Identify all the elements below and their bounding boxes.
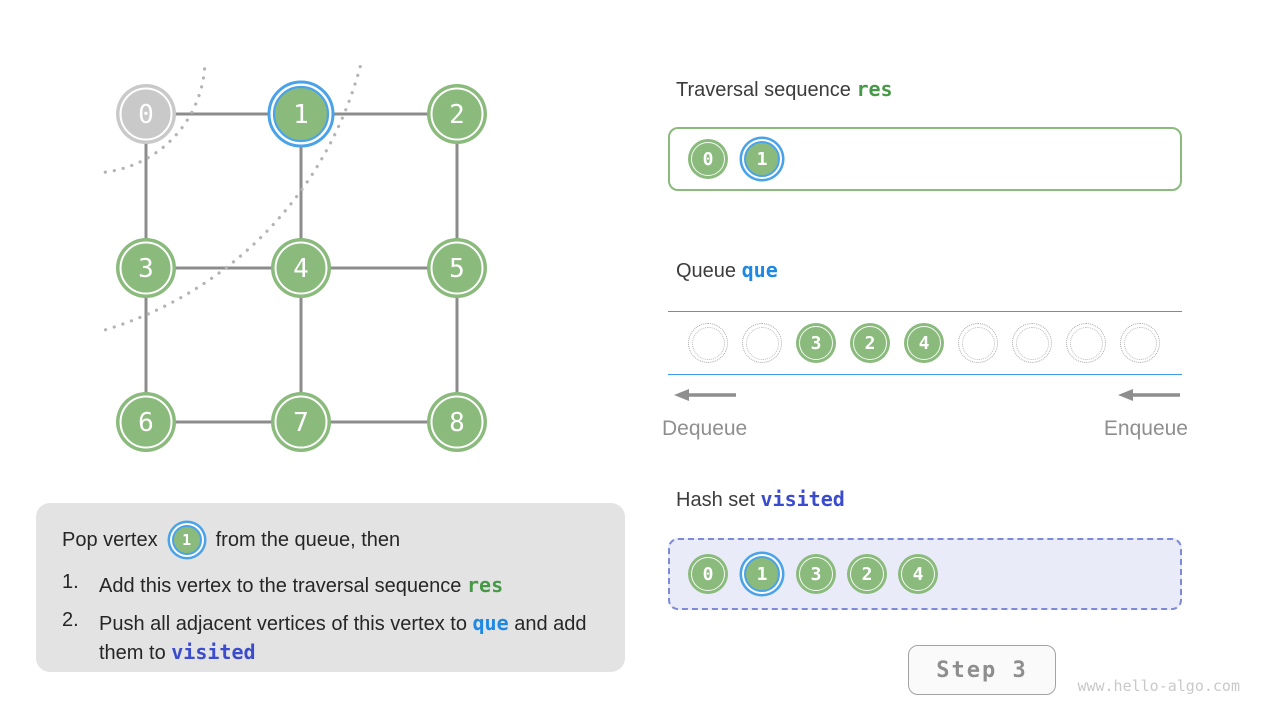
res-title-text: Traversal sequence [676, 79, 851, 101]
step-counter-button[interactable]: Step 3 [908, 645, 1056, 695]
dequeue-label: Dequeue [662, 417, 748, 440]
graph-vertex-2: 2 [427, 84, 487, 144]
graph-vertex-1: 1 [267, 80, 335, 148]
visited-title-text: Hash set [676, 489, 755, 511]
queue-empty-slot-1 [742, 323, 782, 363]
bfs-wavefront-arc-2 [101, 65, 362, 333]
vertex-chip-3: 3 [796, 554, 836, 594]
vertex-chip-2: 2 [847, 554, 887, 594]
vertex-chip-0: 0 [688, 139, 728, 179]
svg-text:0: 0 [138, 100, 154, 130]
queue-empty-slot-6 [1012, 323, 1052, 363]
queue-panel-title: Queue que [676, 258, 778, 283]
queue-title-text: Queue [676, 260, 737, 282]
vertex-chip-2: 2 [850, 323, 890, 363]
svg-text:1: 1 [293, 100, 309, 130]
res-panel-title: Traversal sequence res [676, 77, 893, 102]
svg-text:4: 4 [293, 254, 309, 284]
svg-text:2: 2 [449, 100, 465, 130]
graph-vertex-0: 0 [116, 84, 176, 144]
graph-canvas: 0 1 2 3 4 5 6 7 8 [99, 65, 487, 452]
graph-vertex-4: 4 [271, 238, 331, 298]
step-counter-label: Step 3 [936, 657, 1028, 683]
note-text-segment: Push all adjacent vertices of this verte… [99, 613, 473, 635]
svg-text:5: 5 [449, 254, 465, 284]
svg-text:3: 3 [138, 254, 154, 284]
note-text-segment: Add this vertex to the traversal sequenc… [99, 575, 467, 597]
queue-empty-slot-7 [1066, 323, 1106, 363]
graph-vertex-3: 3 [116, 238, 176, 298]
site-watermark: www.hello-algo.com [1077, 677, 1240, 695]
note-text-segment: and add them to [99, 613, 587, 664]
vertex-chip-1: 1 [744, 141, 780, 177]
note-vertex-number: 1 [182, 531, 192, 549]
queue-empty-slot-0 [688, 323, 728, 363]
note-code-token-visited: visited [171, 640, 256, 664]
svg-text:8: 8 [449, 408, 465, 438]
graph-vertex-8: 8 [427, 392, 487, 452]
note-intro-before: Pop vertex [62, 528, 158, 551]
visited-panel-title: Hash set visited [676, 487, 845, 512]
note-code-token-que: que [472, 611, 509, 635]
note-step-number: 1. [62, 571, 79, 593]
note-step-list: 1. Add this vertex to the traversal seque… [62, 571, 599, 667]
graph-vertex-6: 6 [116, 392, 176, 452]
dequeue-arrow-icon [674, 389, 736, 401]
step-explanation-box: Pop vertex 1 from the queue, then 1. Add … [36, 503, 625, 672]
note-code-token-res: res [466, 573, 504, 597]
note-vertex-chip: 1 [171, 525, 202, 555]
svg-text:7: 7 [293, 408, 309, 438]
vertex-chip-4: 4 [898, 554, 938, 594]
queue-code-token: que [741, 258, 778, 282]
queue-empty-slot-8 [1120, 323, 1160, 363]
note-step-2: 2. Push all adjacent vertices of this ver… [62, 609, 599, 667]
svg-text:6: 6 [138, 408, 154, 438]
vertex-chip-1: 1 [744, 556, 780, 592]
enqueue-label: Enqueue [1103, 417, 1188, 440]
visited-code-token: visited [760, 487, 845, 511]
res-code-token: res [856, 77, 893, 101]
vertex-chip-3: 3 [796, 323, 836, 363]
enqueue-arrow-icon [1118, 389, 1180, 401]
graph-vertex-5: 5 [427, 238, 487, 298]
graph-vertex-7: 7 [271, 392, 331, 452]
note-intro-after: from the queue, then [215, 528, 401, 551]
note-step-1: 1. Add this vertex to the traversal seque… [62, 571, 599, 600]
note-step-number: 2. [62, 609, 79, 631]
note-step-text: Add this vertex to the traversal sequenc… [99, 571, 503, 600]
note-intro-line: Pop vertex 1 from the queue, then [62, 519, 599, 561]
note-step-text: Push all adjacent vertices of this verte… [99, 609, 599, 667]
queue-empty-slot-5 [958, 323, 998, 363]
vertex-chip-4: 4 [904, 323, 944, 363]
vertex-chip-0: 0 [688, 554, 728, 594]
